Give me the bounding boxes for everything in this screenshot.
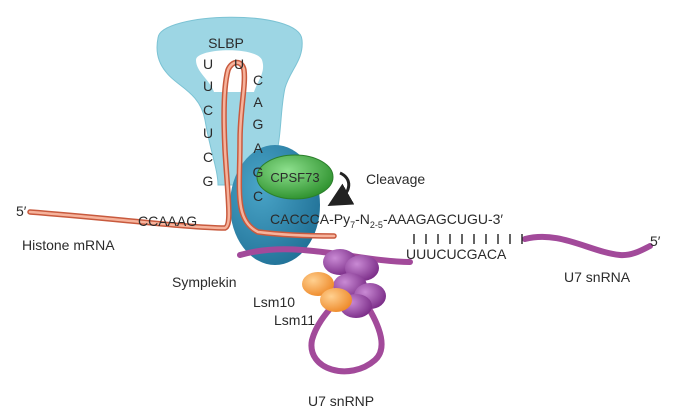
lsm11-label: Lsm11 xyxy=(274,312,315,328)
u7-bottom-strand-label: UUUCUCGACA xyxy=(406,246,507,262)
stem-left-nt: U xyxy=(203,56,213,72)
base-pair-ticks xyxy=(413,234,523,244)
five-prime-right-label: 5′ xyxy=(650,233,661,249)
lsm10-label: Lsm10 xyxy=(253,294,295,310)
stem-right-nt: A xyxy=(253,94,263,110)
stem-right-nt: C xyxy=(253,72,263,88)
histone-mrna-label: Histone mRNA xyxy=(22,237,115,253)
slbp-label: SLBP xyxy=(208,35,244,51)
histone-mrna-strand xyxy=(27,59,337,239)
stem-left-nt: U xyxy=(203,78,213,94)
seq-end: -AAAGAGCUGU-3′ xyxy=(383,211,503,227)
stem-left-strand: UUCUCG xyxy=(203,56,214,189)
stem-right-nt: C xyxy=(253,188,263,204)
seq-start: CACCCA-Py xyxy=(270,211,350,227)
seq-sub1: 7 xyxy=(350,220,355,230)
stem-left-nt: C xyxy=(203,102,213,118)
stem-left-nt: U xyxy=(203,125,213,141)
five-prime-left-label: 5′ xyxy=(16,203,27,219)
stem-right-nt: A xyxy=(253,140,263,156)
u7-snrna-label: U7 snRNA xyxy=(564,269,631,285)
ccaaag-label: CCAAAG xyxy=(138,213,197,229)
stem-left-nt: G xyxy=(203,173,214,189)
seq-sub2: 2-5 xyxy=(370,220,383,230)
lsm-ring xyxy=(302,249,386,318)
stem-right-nt: G xyxy=(253,164,264,180)
cpsf73-protein xyxy=(256,154,334,200)
seq-mid: -N xyxy=(355,211,370,227)
stem-right-nt: G xyxy=(253,116,264,132)
stem-right-nt: U xyxy=(234,56,244,72)
downstream-sequence: CACCCA-Py7-N2-5-AAAGAGCUGU-3′ xyxy=(270,211,503,230)
cleavage-label: Cleavage xyxy=(366,171,425,187)
lsm11-protein xyxy=(320,288,352,312)
cpsf73-label: CPSF73 xyxy=(270,170,319,185)
lsm10-protein xyxy=(302,272,334,296)
symplekin-label: Symplekin xyxy=(172,274,237,290)
cleavage-arrow xyxy=(327,171,355,206)
stem-left-nt: C xyxy=(203,149,213,165)
u7-snrnp-label: U7 snRNP xyxy=(308,393,374,409)
